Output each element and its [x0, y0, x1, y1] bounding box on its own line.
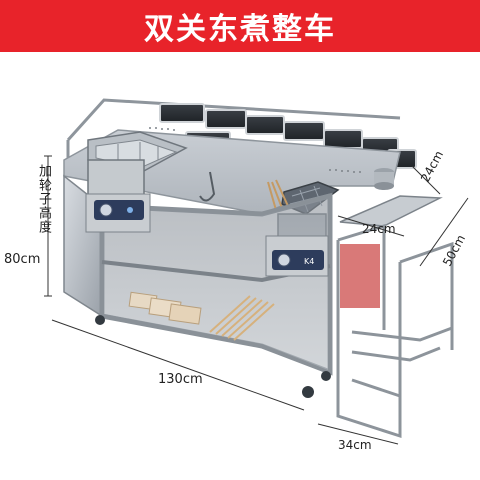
left-burner-control: [94, 200, 144, 220]
right-burner-control: K4: [272, 250, 324, 270]
shelf-inner-value: 24cm: [362, 222, 396, 236]
utensil-hook: [199, 171, 216, 202]
height-label: 加轮子高度: [36, 164, 51, 234]
perforated-plates: [149, 127, 361, 173]
svg-text:K4: K4: [304, 257, 314, 266]
title-banner: 双关东煮整车: [0, 0, 480, 52]
seasoning-jar: [374, 168, 394, 190]
shelf-width-value: 34cm: [338, 438, 372, 452]
left-oden-pot: [87, 131, 188, 201]
caster-wheels: [95, 315, 331, 398]
page-title: 双关东煮整车: [144, 12, 336, 47]
side-folding-shelf: [339, 195, 443, 227]
top-rail: [66, 98, 401, 160]
side-signboard: [340, 244, 380, 308]
skewers-on-counter: [267, 179, 289, 211]
product-photo: K4: [44, 98, 469, 445]
length-value: 130cm: [158, 372, 203, 387]
bottom-shelf-goods: [128, 291, 275, 341]
height-value: 80cm: [4, 252, 41, 267]
side-rack: [336, 223, 454, 439]
dimension-lines: [44, 155, 469, 445]
